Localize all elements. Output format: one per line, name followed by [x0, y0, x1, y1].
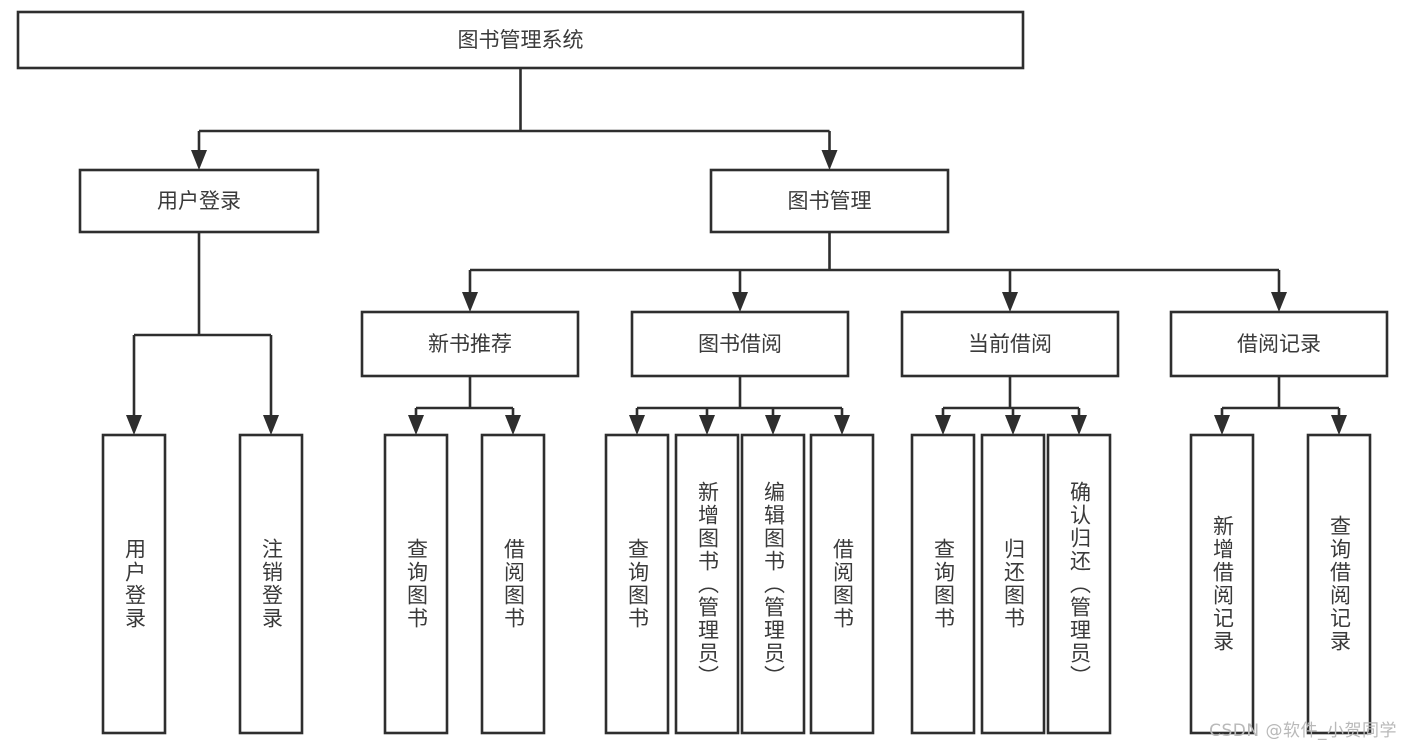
node-level2-label-0: 用户登录: [157, 189, 241, 213]
arrow-leaf-1-0: [629, 415, 645, 435]
node-level2-0[interactable]: [78, 168, 320, 234]
node-level3-3[interactable]: [1169, 310, 1389, 378]
node-box-layer: [16, 10, 1389, 735]
node-leaf-10[interactable]: [1046, 433, 1112, 735]
node-root-label: 图书管理系统: [458, 28, 584, 52]
node-level3-1[interactable]: [630, 310, 850, 378]
arrow-root-to-user-login: [191, 150, 207, 170]
arrow-level3-1: [732, 292, 748, 312]
node-leaf-6[interactable]: [740, 433, 806, 735]
node-level3-label-3: 借阅记录: [1237, 332, 1321, 356]
arrow-leaf-2-1: [1005, 415, 1021, 435]
node-leaf-5[interactable]: [674, 433, 740, 735]
arrow-root-to-book-mgmt: [821, 150, 838, 170]
arrow-leaf-3-1: [1331, 415, 1347, 435]
arrow-leaf-1-1: [699, 415, 715, 435]
node-leaf-8[interactable]: [910, 433, 976, 735]
arrow-level3-0: [462, 292, 478, 312]
node-leaf-3[interactable]: [480, 433, 546, 735]
node-leaf-0[interactable]: [101, 433, 167, 735]
arrow-user-leaf-0: [126, 415, 142, 435]
node-level2-label-1: 图书管理: [788, 189, 872, 213]
node-level3-2[interactable]: [900, 310, 1120, 378]
node-root[interactable]: [16, 10, 1025, 70]
watermark-text: CSDN @软件_小贺同学: [1209, 721, 1397, 741]
arrow-leaf-1-2: [765, 415, 781, 435]
node-level3-label-2: 当前借阅: [968, 332, 1052, 356]
arrow-leaf-2-2: [1071, 415, 1087, 435]
node-level3-0[interactable]: [360, 310, 580, 378]
node-level3-label-0: 新书推荐: [428, 332, 512, 356]
arrow-leaf-3-0: [1214, 415, 1230, 435]
arrow-level3-3: [1271, 292, 1287, 312]
node-leaf-11[interactable]: [1189, 433, 1255, 735]
node-level2-1[interactable]: [709, 168, 950, 234]
node-leaf-9[interactable]: [980, 433, 1046, 735]
node-leaf-12[interactable]: [1306, 433, 1372, 735]
node-leaf-4[interactable]: [604, 433, 670, 735]
arrow-leaf-0-0: [408, 415, 424, 435]
arrow-user-leaf-1: [263, 415, 279, 435]
connector-layer: [126, 68, 1347, 435]
node-level3-label-1: 图书借阅: [698, 332, 782, 356]
arrow-leaf-0-1: [505, 415, 521, 435]
node-leaf-2[interactable]: [383, 433, 449, 735]
arrow-leaf-2-0: [935, 415, 951, 435]
arrow-level3-2: [1002, 292, 1018, 312]
node-leaf-1[interactable]: [238, 433, 304, 735]
node-leaf-7[interactable]: [809, 433, 875, 735]
arrow-leaf-1-3: [834, 415, 850, 435]
